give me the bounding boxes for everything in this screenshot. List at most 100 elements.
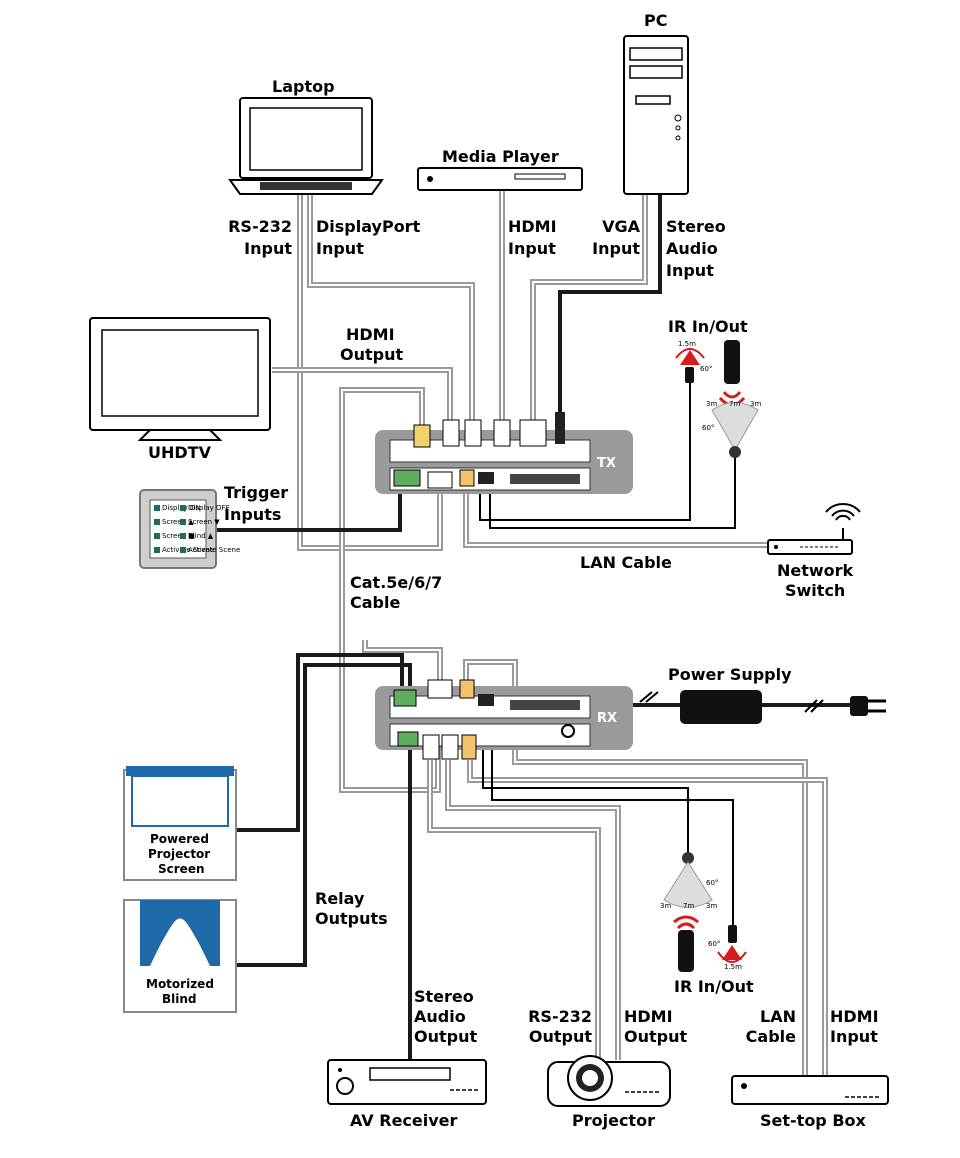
rx-model-plate [510,700,580,710]
label-cat-cable: Cable [350,593,400,612]
cable-stereo-audio-input [558,195,662,420]
tx-trigger-terminal[interactable] [393,469,421,487]
ir-dist-label: 3m [750,400,761,408]
rx-power-port[interactable] [561,724,575,738]
svg-text:Activate Scene: Activate Scene [162,546,214,554]
trigger-button[interactable]: Blind ▲ [180,532,214,540]
media-player-label: Media Player [442,147,559,166]
media-player: Media Player [417,147,583,191]
label-vga-input: VGA [602,217,641,236]
trigger-button[interactable]: Activate Scene [180,546,240,554]
svg-text:Blind ▲: Blind ▲ [188,532,214,540]
label-hdmi-input-bottom: HDMI [830,1007,879,1026]
power-supply-label: Power Supply [668,665,792,684]
cable-relay-2 [232,663,412,967]
rx-hdbt-port[interactable] [459,679,475,699]
ir-group-bottom: 60° 3m 7m 3m 60° 1.5m IR In/Out [660,852,754,996]
tx-hdmi-out-port[interactable] [442,419,460,447]
label-relay-outputs: Outputs [315,909,388,928]
av-receiver: AV Receiver [327,1059,487,1130]
cable-rs232-output [427,760,601,1060]
ir-angle-label: 60° [708,940,720,948]
rx-rs232-port[interactable] [427,679,453,699]
svg-text:Screen ▼: Screen ▼ [188,518,220,526]
label-lan-cable-top: LAN Cable [580,553,672,572]
tx-label: TX [597,456,616,471]
network-switch: Network Switch [767,502,861,600]
svg-text:Screen ▲: Screen ▲ [162,518,194,526]
trigger-button[interactable]: Activate Scene [154,546,214,554]
ir-angle-label: 60° [702,424,714,432]
label-hdmi-input-top: HDMI [508,217,557,236]
ir-angle-label: 60° [706,879,718,887]
powered-screen-label: Powered [150,832,209,846]
cable-ir-tx-2 [489,455,736,529]
rx-hdmi-port[interactable] [461,734,477,760]
rx-ir-ports[interactable] [478,694,494,706]
ir-angle-label: 60° [700,365,712,373]
powered-screen-label: Projector [148,847,210,861]
uhdtv-label: UHDTV [148,443,212,462]
rx-relay-terminal[interactable] [393,689,417,707]
uhdtv: UHDTV [89,317,271,462]
trigger-button[interactable]: Screen ▲ [154,518,194,526]
tx-hdmi-in-port[interactable] [493,419,511,447]
label-hdmi-input-top: Input [508,239,556,258]
cable-hdmi-input-bottom [467,760,828,1075]
ir-dist-label: 3m [660,902,671,910]
svg-text:Display OFF: Display OFF [188,504,230,512]
rx-rear-panel [389,723,591,747]
label-stereo-audio-input: Input [666,261,714,280]
label-lan-cable-bottom: LAN [760,1007,796,1026]
ir-dist-label: 1.5m [678,340,696,348]
rx-lan-port[interactable] [441,734,459,760]
cable-cat-hdbt [339,387,441,793]
cable-lan-top [463,485,768,548]
tx-lan-port[interactable] [459,469,475,487]
label-vga-input: Input [592,239,640,258]
label-hdmi-output-bottom: Output [624,1027,687,1046]
label-rs232-output: Output [529,1027,592,1046]
ir-dist-label: 3m [706,400,717,408]
label-trigger-inputs: Trigger [224,483,288,502]
trigger-button[interactable]: Screen ▼ [180,518,220,526]
cable-hdmi-output-top [272,367,453,420]
trigger-button[interactable]: Display OFF [180,504,230,512]
pc: PC [623,11,689,195]
label-cat-cable: Cat.5e/6/7 [350,573,442,592]
label-relay-outputs: Relay [315,889,365,908]
tx-ir-ports[interactable] [478,472,494,484]
cable-trigger-inputs [213,480,402,532]
tx-audio-port[interactable] [555,412,565,444]
laptop: Laptop [228,77,384,195]
ir-inout-label-bottom: IR In/Out [674,977,754,996]
tx-hdbt-port[interactable] [413,424,431,448]
ir-receiver-icon [711,402,759,452]
label-rs232-input: RS-232 [228,217,292,236]
label-stereo-audio-output: Stereo [414,987,474,1006]
rx-audio-terminal[interactable] [397,731,419,747]
projector: Projector [547,1055,671,1130]
ir-dist-label: 7m [729,400,740,408]
label-rs232-input: Input [244,239,292,258]
pc-label: PC [644,11,667,30]
label-trigger-inputs: Inputs [224,505,281,524]
rx-hdmi-out-port[interactable] [422,734,440,760]
label-hdmi-output-top: Output [340,345,403,364]
tx-unit: TX [375,412,633,494]
label-stereo-audio-input: Stereo [666,217,726,236]
trigger-button[interactable]: Screen ■ [154,532,195,540]
motorized-blind-label: Blind [162,992,197,1006]
label-displayport-input: DisplayPort [316,217,421,236]
ir-dist-label: 3m [706,902,717,910]
label-stereo-audio-output: Audio [414,1007,466,1026]
tx-rs232-port[interactable] [427,471,453,489]
tx-dp-port[interactable] [464,419,482,447]
powered-projector-screen: Powered Projector Screen [123,766,237,881]
ir-receiver-icon [663,861,713,908]
rx-unit: RX [375,679,633,760]
tx-vga-port[interactable] [519,419,547,447]
label-rs232-output: RS-232 [528,1007,592,1026]
wifi-icon [825,502,861,521]
